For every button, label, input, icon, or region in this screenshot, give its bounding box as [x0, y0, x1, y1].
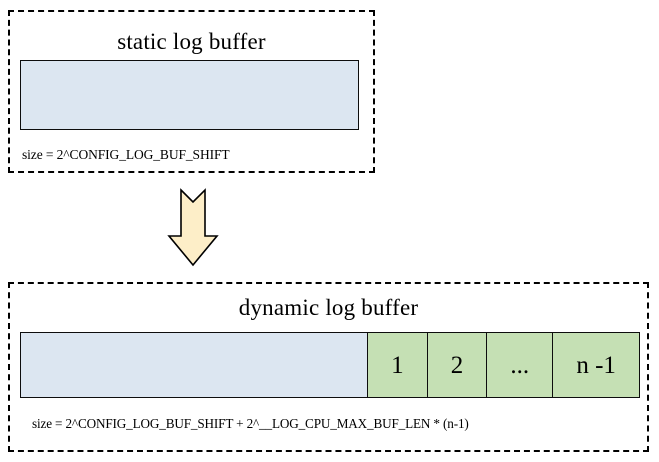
dynamic-log-buffer-size-caption: size = 2^CONFIG_LOG_BUF_SHIFT + 2^__LOG_…	[32, 416, 469, 431]
dynamic-buffer-cpu-segment-ellipsis: ...	[486, 333, 553, 397]
dynamic-log-buffer-panel: dynamic log buffer 1 2 ... n -1 size = 2…	[8, 282, 649, 452]
static-log-buffer-bar	[20, 60, 359, 130]
static-buffer-base-segment	[21, 61, 358, 129]
static-log-buffer-title: static log buffer	[117, 29, 266, 54]
static-log-buffer-size-caption: size = 2^CONFIG_LOG_BUF_SHIFT	[22, 147, 230, 162]
dynamic-log-buffer-title: dynamic log buffer	[238, 295, 419, 320]
dynamic-buffer-cpu-segment-1: 1	[367, 333, 427, 397]
dynamic-buffer-cpu-segment-2: 2	[426, 333, 487, 397]
dynamic-buffer-base-segment	[21, 333, 367, 397]
static-log-buffer-panel: static log buffer size = 2^CONFIG_LOG_BU…	[8, 10, 375, 173]
dynamic-buffer-cpu-segment-n-minus-1: n -1	[552, 333, 640, 397]
down-arrow-icon	[167, 188, 219, 267]
dynamic-log-buffer-bar: 1 2 ... n -1	[20, 332, 640, 398]
